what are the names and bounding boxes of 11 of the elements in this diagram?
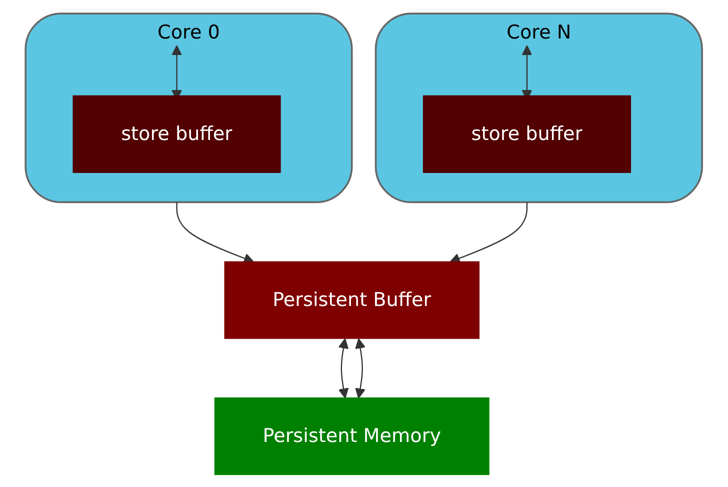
cluster	[24, 12, 353, 203]
node-box	[72, 94, 282, 172]
node-box	[214, 396, 490, 475]
arrow	[338, 338, 349, 398]
cluster	[375, 12, 704, 203]
node-box	[224, 260, 480, 338]
diagram: Core 0 Core N store buffer store buffer Persistent Buffer Persistent Memory	[16, 4, 712, 484]
node-box	[423, 94, 632, 172]
arrow	[355, 338, 366, 398]
arrow	[176, 202, 254, 263]
arrow	[450, 202, 528, 263]
